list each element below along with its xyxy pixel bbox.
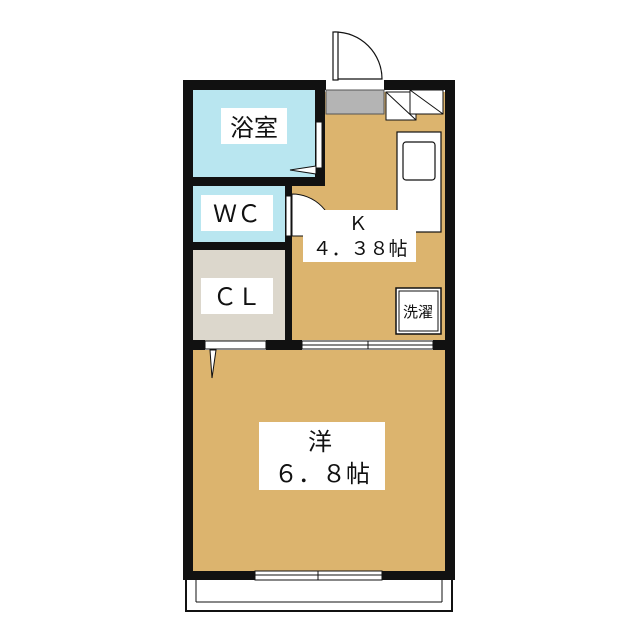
washer-space [395, 287, 442, 335]
wall-bath-bottom [193, 177, 325, 186]
washer-space-inner [398, 290, 439, 332]
western-size: ６．８帖 [274, 460, 370, 488]
bath-label: 浴室 [230, 114, 278, 142]
wall-middle-right [433, 340, 445, 350]
wall-wc-right [285, 186, 292, 340]
wall-right [445, 80, 455, 580]
closet-label-box [201, 278, 273, 314]
balcony [185, 580, 453, 612]
kitchen-size: ４．３８帖 [312, 238, 407, 260]
kitchen-label-box [303, 210, 416, 262]
window-bottom [254, 570, 383, 581]
bath-door [289, 121, 323, 175]
wc-label: ＷＣ [213, 200, 261, 228]
kitchen-label: Ｋ [348, 213, 367, 235]
western-label: 洋 [308, 428, 332, 456]
wall-middle-left [193, 340, 205, 350]
washer-label: 洗濯 [403, 303, 433, 321]
storage-shelf [409, 89, 444, 115]
western-label-box [259, 422, 385, 490]
wc-label-box [201, 195, 273, 231]
wall-bottom-right [382, 571, 455, 580]
closet-label: ＣＬ [213, 283, 261, 311]
wall-middle-center [266, 340, 302, 350]
entrance-step [325, 89, 385, 115]
entrance-floor [326, 90, 384, 114]
closet-door-swing [209, 349, 217, 379]
bath-label-box [221, 108, 287, 144]
wall-left [183, 80, 193, 580]
wall-wc-bottom [193, 242, 292, 250]
wall-top-right [384, 80, 455, 90]
closet-door [204, 340, 267, 350]
wall-top-left [183, 80, 326, 90]
sliding-door-middle [301, 340, 434, 350]
entrance-door [332, 31, 383, 81]
wall-bottom-left [183, 571, 255, 580]
